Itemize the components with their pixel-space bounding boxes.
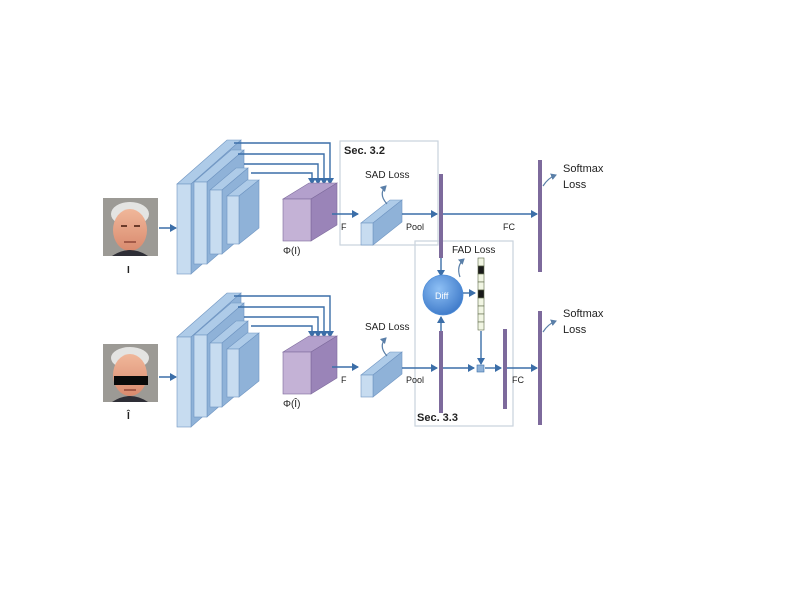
mask-vector (477, 257, 485, 331)
feature-block-bottom (281, 335, 339, 395)
sad-loss-label-top: SAD Loss (365, 170, 409, 181)
softmax-arrow-top (542, 173, 557, 187)
fad-loss-label: FAD Loss (452, 245, 495, 256)
section-box-sec33 (414, 240, 514, 427)
pool-label-bottom: Pool (406, 375, 424, 385)
sec32-label: Sec. 3.2 (344, 145, 385, 157)
input-label-bottom: Î (126, 409, 131, 422)
pool-block-top (360, 199, 403, 246)
cnn-layers-bottom (176, 292, 260, 428)
phi-label-top: Φ(I) (283, 246, 300, 257)
cnn-layers-top (176, 139, 260, 275)
diff-label: Diff (435, 291, 449, 301)
loss-label-bottom: Loss (563, 324, 587, 336)
section-box-sec32 (339, 140, 439, 246)
diff-circle (422, 274, 464, 316)
face-photo (103, 198, 158, 256)
sec33-label: Sec. 3.3 (417, 412, 458, 424)
fad-loss-arrow (457, 258, 465, 278)
sad-loss-arrow-top (379, 185, 388, 205)
f-label-top: F (341, 222, 347, 232)
skip-connections-bottom (234, 295, 334, 338)
occluded-face-photo (103, 344, 158, 402)
pool-label-top: Pool (406, 222, 424, 232)
skip-connections-top (234, 142, 334, 185)
fc-hidden-bar-bottom (503, 329, 507, 409)
sad-loss-arrow-bottom (379, 337, 388, 357)
input-label-top: I (127, 265, 130, 276)
fc-label-bottom: FC (512, 375, 524, 385)
loss-label-top: Loss (563, 179, 587, 191)
feature-vector-bar-top (439, 174, 443, 258)
fc-bar-bottom (538, 311, 542, 425)
fc-bar-top (538, 160, 542, 272)
pool-block-bottom (360, 351, 403, 398)
sad-loss-label-bottom: SAD Loss (365, 322, 409, 333)
multiply-node (476, 364, 485, 373)
softmax-label-bottom: Softmax (563, 308, 604, 320)
softmax-arrow-bottom (542, 319, 557, 333)
feature-vector-bar-bottom (439, 331, 443, 413)
phi-label-bottom: Φ(Î) (283, 397, 300, 410)
feature-block-top (281, 182, 339, 242)
fc-label-top: FC (503, 222, 515, 232)
f-label-bottom: F (341, 375, 347, 385)
softmax-label-top: Softmax (563, 163, 604, 175)
